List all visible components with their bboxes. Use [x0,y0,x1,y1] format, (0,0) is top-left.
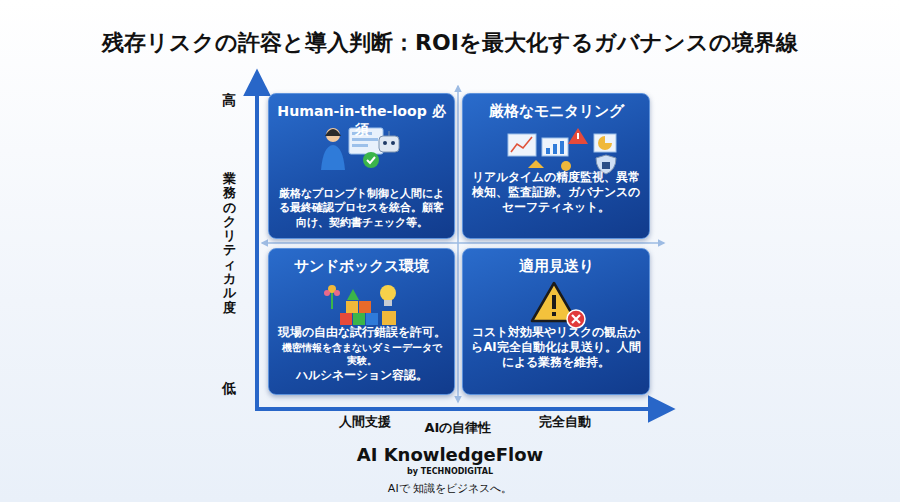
quadrant-heading: Human-in-the-loop 必須 [277,102,446,139]
title: 残存リスクの許容と導入判断：ROIを最大化するガバナンスの境界線 [0,28,900,58]
quadrant-box: 厳格なモニタリングリアルタイムの精度監視、異常検知、監査証跡。ガバナンスのセーフ… [462,93,650,239]
quadrant-body: 厳格なプロンプト制御と人間による最終確認プロセスを統合。顧客向け、契約書チェック… [277,187,446,231]
axis-title-vertical: 業務のクリティカル度 [223,172,236,315]
quadrant-heading: サンドボックス環境 [277,257,446,276]
axis-high: 高 [222,92,236,110]
quadrant-box: サンドボックス環境現場の自由な試行錯誤を許可。機密情報を含まないダミーデータで実… [268,248,455,395]
quadrant-heading: 厳格なモニタリング [471,102,641,121]
quadrant-box: Human-in-the-loop 必須厳格なプロンプト制御と人間による最終確認… [268,93,455,239]
quadrant-body: 機密情報を含まないダミーデータで実験。 [277,341,446,367]
brand-sub: by TECHNODIGITAL [407,467,493,476]
quadrant-heading: 適用見送り [471,257,641,276]
axis-left-label: 人間支援 [339,413,391,431]
quadrant-body: 現場の自由な試行錯誤を許可。 [277,325,446,340]
axis-low: 低 [222,380,236,398]
brand-tagline: AIで 知識をビジネスへ。 [388,481,512,496]
axis-right-label: 完全自動 [539,413,591,431]
quadrant-body: リアルタイムの精度監視、異常検知、監査証跡。ガバナンスのセーフティネット。 [471,170,641,215]
quadrant-body: コスト対効果やリスクの観点からAI完全自動化は見送り。人間による業務を維持。 [471,325,641,370]
quadrant-body: ハルシネーション容認。 [277,368,446,383]
brand-name: AI KnowledgeFlow [357,444,543,465]
quadrant-box: 適用見送りコスト対効果やリスクの観点からAI完全自動化は見送り。人間による業務を… [462,248,650,395]
axis-title-horizontal: AIの自律性 [425,419,492,437]
